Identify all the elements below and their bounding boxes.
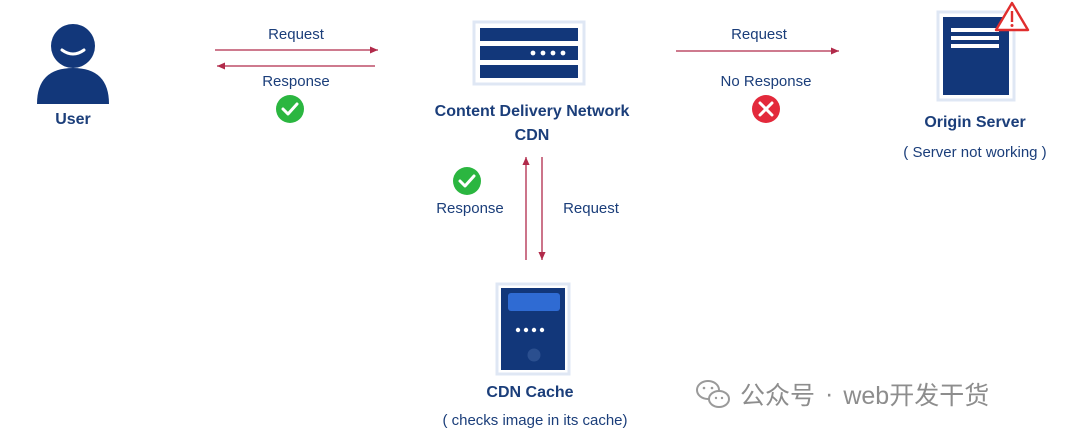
check-icon [453,167,481,195]
edge-label-request: Request [563,200,619,217]
edge-label-request: Request [268,26,324,43]
edge-label-response: Response [262,73,330,90]
watermark-platform: 公众号 [740,382,816,410]
wechat-icon [696,380,730,408]
edge-label-response: Response [436,200,504,217]
edge-label-no-response: No Response [720,73,812,90]
error-x-icon [752,95,780,123]
check-icon [276,95,304,123]
watermark-account: web开发干货 [843,382,990,410]
warning-icon [994,1,1030,32]
cache-title: CDN Cache [486,384,574,401]
watermark: 公众号 · web开发干货 [694,374,989,414]
user-label: User [55,111,91,128]
origin-subtitle: ( Server not working ) [903,144,1047,161]
server-rack-icon [472,20,586,86]
watermark-separator: · [825,379,834,408]
cache-subtitle: ( checks image in its cache) [442,412,628,429]
edge-label-request: Request [731,26,787,43]
cdn-title-line2: CDN [514,127,550,144]
cache-server-icon [495,282,571,376]
user-icon [37,24,109,104]
cdn-title-line1: Content Delivery Network [434,103,630,120]
origin-title: Origin Server [924,114,1026,131]
